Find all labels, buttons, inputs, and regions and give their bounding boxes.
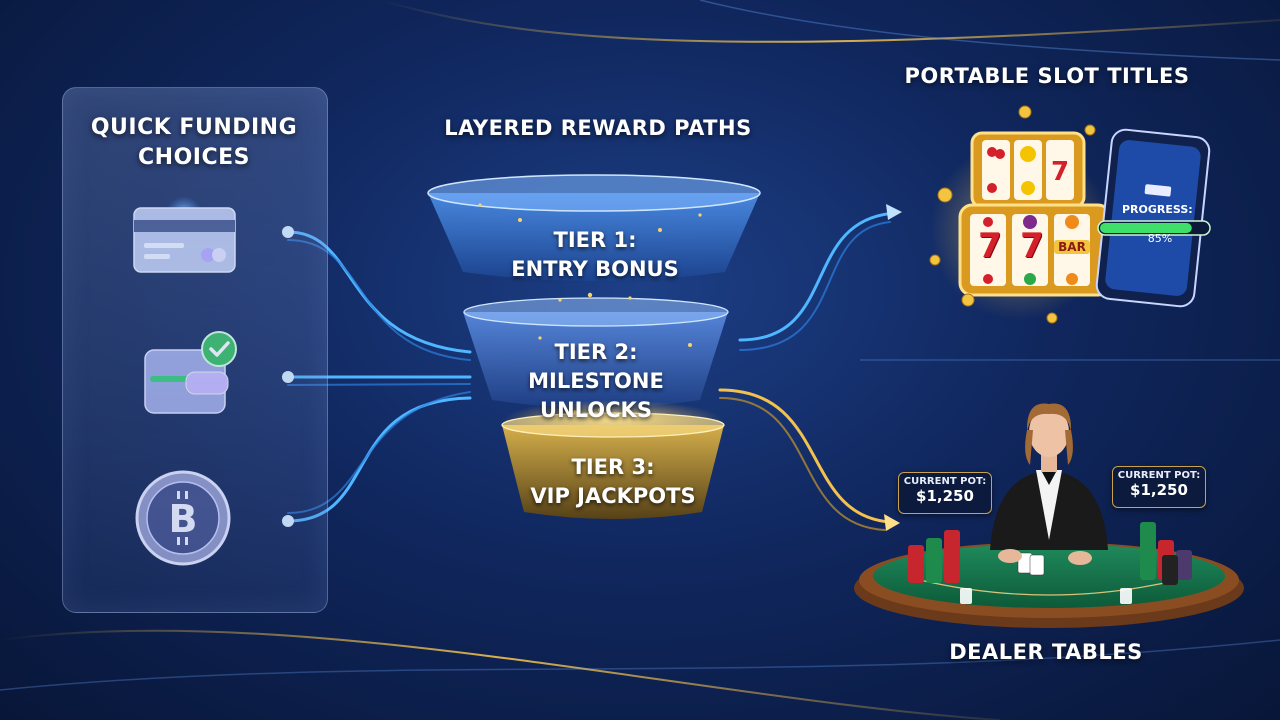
tier-3-number: TIER 3: [571, 455, 655, 479]
pot-label: CURRENT POT: [903, 476, 987, 487]
funding-title-line-1: QUICK FUNDING [90, 115, 298, 140]
credit-card-icon [133, 196, 236, 273]
progress-label: PROGRESS: [1122, 203, 1193, 216]
funding-title: QUICK FUNDING CHOICES [62, 113, 326, 173]
rewards-title: LAYERED REWARD PATHS [444, 116, 752, 140]
funnel-tier-1 [427, 174, 761, 281]
funding-flows [282, 226, 472, 527]
tier-2-name: MILESTONE UNLOCKS [528, 369, 664, 422]
wallet-check-icon [144, 331, 237, 414]
svg-text:B: B [169, 497, 198, 541]
progress-value: 85% [1147, 232, 1173, 245]
tier-2-number: TIER 2: [554, 340, 638, 364]
current-pot-badge-left: CURRENT POT: $1,250 [898, 472, 992, 514]
dealer-figure [990, 403, 1108, 565]
tier-3-name: VIP JACKPOTS [530, 484, 696, 508]
coins [929, 105, 1096, 324]
funding-title-line-2: CHOICES [138, 145, 250, 170]
slots-title: PORTABLE SLOT TITLES [904, 64, 1190, 88]
pot-value: $1,250 [1130, 481, 1188, 499]
chip-stacks [908, 522, 1192, 585]
pot-value: $1,250 [916, 487, 974, 505]
funding-panel [62, 87, 328, 613]
sparkles [478, 203, 702, 417]
tier-1-name: ENTRY BONUS [511, 257, 679, 281]
funnel-tier-3 [501, 400, 725, 519]
current-pot-badge-right: CURRENT POT: $1,250 [1112, 466, 1206, 508]
funnel-tier-2 [463, 297, 729, 408]
tier-3-label: TIER 3: VIP JACKPOTS [500, 453, 726, 511]
output-flows [718, 204, 902, 531]
dealer-title: DEALER TABLES [949, 640, 1143, 664]
slot-machine: 7 [930, 131, 1112, 320]
reel-symbol-1: 7 [978, 226, 1002, 266]
tier-1-label: TIER 1: ENTRY BONUS [470, 226, 720, 284]
tier-2-label: TIER 2: MILESTONE UNLOCKS [470, 338, 722, 425]
smartphone [1095, 128, 1211, 308]
pot-label: CURRENT POT: [1117, 470, 1201, 481]
reel-symbol-2: 7 [1020, 226, 1044, 266]
svg-text:7: 7 [1051, 157, 1069, 187]
reel-symbol-3: BAR [1054, 240, 1090, 254]
tier-1-number: TIER 1: [553, 228, 637, 252]
progress-bar-fill [1100, 223, 1192, 233]
bitcoin-coin-icon: B [135, 470, 231, 566]
